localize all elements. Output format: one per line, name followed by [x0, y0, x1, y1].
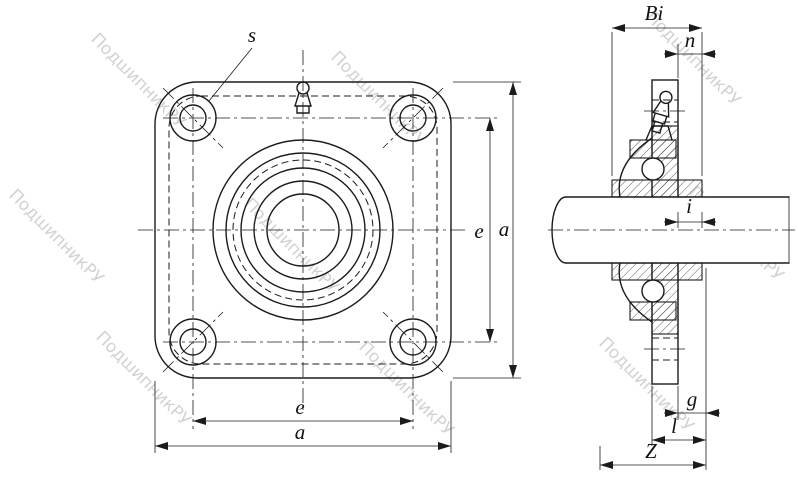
- outer-ring-lower: [629, 301, 677, 321]
- shaft: [551, 196, 790, 264]
- dim-label-a-vertical: a: [499, 217, 510, 241]
- ball-lower: [641, 279, 665, 303]
- dim-label-a-horizontal: a: [295, 420, 306, 444]
- dim-n: n: [664, 28, 716, 78]
- dim-label-e-vertical: e: [474, 219, 483, 243]
- bolt-hole-bottom-left: [162, 311, 224, 373]
- bolt-hole-top-right: [382, 87, 444, 149]
- dim-label-n: n: [685, 28, 696, 52]
- dim-i: i: [664, 194, 716, 228]
- dim-label-Bi: Bi: [645, 1, 664, 25]
- watermark-text: ПодшипникРУ: [239, 194, 342, 297]
- watermark-text: ПодшипникРУ: [4, 185, 107, 288]
- bearing-bore-circles: [212, 139, 394, 321]
- dim-label-g: g: [687, 387, 698, 411]
- grease-fitting-front: [294, 81, 312, 114]
- dim-e-vertical: e: [474, 118, 494, 342]
- front-view: s e a e a: [138, 23, 521, 453]
- dim-a-vertical: a: [453, 81, 521, 379]
- dim-a-horizontal: a: [154, 381, 452, 453]
- ball-upper: [641, 157, 665, 181]
- housing-top-boss: [645, 125, 673, 141]
- flange-back-edge-hidden: [168, 95, 438, 365]
- bearing-section: [611, 139, 703, 321]
- dim-label-i: i: [686, 194, 692, 218]
- outer-ring-upper: [629, 139, 677, 159]
- watermark-text: ПодшипникРУ: [326, 47, 429, 150]
- dim-e-horizontal: e: [193, 395, 413, 425]
- shaft-bore-circle: [266, 193, 340, 267]
- dim-s: s: [208, 23, 256, 102]
- watermark-text: ПодшипникРУ: [86, 29, 189, 132]
- inner-ring-lower: [611, 262, 703, 281]
- bolt-hole-bottom-right: [382, 311, 444, 373]
- dim-g: g: [664, 268, 720, 470]
- side-view: Bi n i g l: [548, 1, 795, 470]
- front-centerlines: [138, 50, 497, 429]
- dim-label-s: s: [248, 23, 256, 47]
- dim-label-Z: Z: [645, 439, 657, 463]
- dim-label-e-horizontal: e: [295, 395, 304, 419]
- dim-Z: Z: [599, 439, 706, 470]
- dim-l: l: [651, 386, 706, 446]
- bolt-hole-top-left: [162, 87, 224, 149]
- dim-label-l: l: [671, 414, 677, 438]
